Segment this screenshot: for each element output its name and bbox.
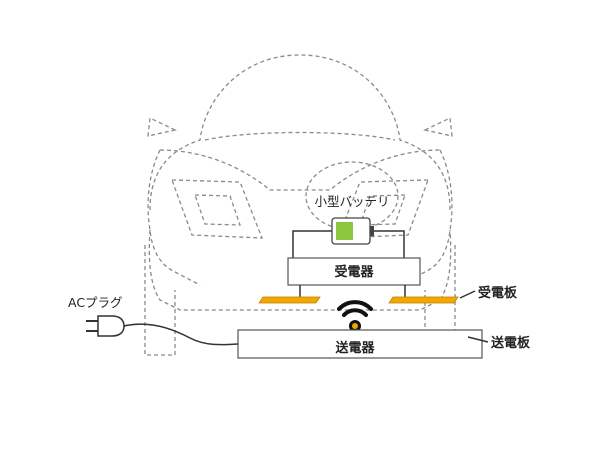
car-roof [149,54,451,211]
receiver-label: 受電器 [334,264,374,280]
receiver-plate-label: 受電板 [478,285,518,301]
receiver-plate-left [258,296,321,304]
battery-charge-level [336,222,353,240]
car-left-headlight-inner [194,194,241,226]
transmitter-label: 送電器 [334,340,375,356]
battery-wire-right [374,230,405,258]
car-left-fender [147,149,201,286]
car-hood [159,149,441,191]
car-left-mirror [147,117,177,137]
battery-wire-left [292,230,332,258]
battery-label: 小型バッテリ [314,194,389,209]
car-right-fender [399,149,453,286]
car-lower-body [148,229,452,311]
ac-cable [123,323,239,346]
transmitter-plate-pointer [467,336,489,343]
ac-plug-icon [86,315,125,337]
car-right-mirror [423,117,453,137]
receiver-box [287,257,421,286]
car-windshield [204,131,396,141]
battery-icon [331,217,374,245]
transmitter-plate-label: 送電板 [490,335,531,351]
car-left-headlight [171,179,263,239]
car-outline [144,54,456,356]
wifi-signal-icon [337,300,373,332]
ac-plug-label: ACプラグ [68,295,123,310]
receiver-plate-pointer [459,290,476,299]
receiver-plate-right [388,296,459,304]
